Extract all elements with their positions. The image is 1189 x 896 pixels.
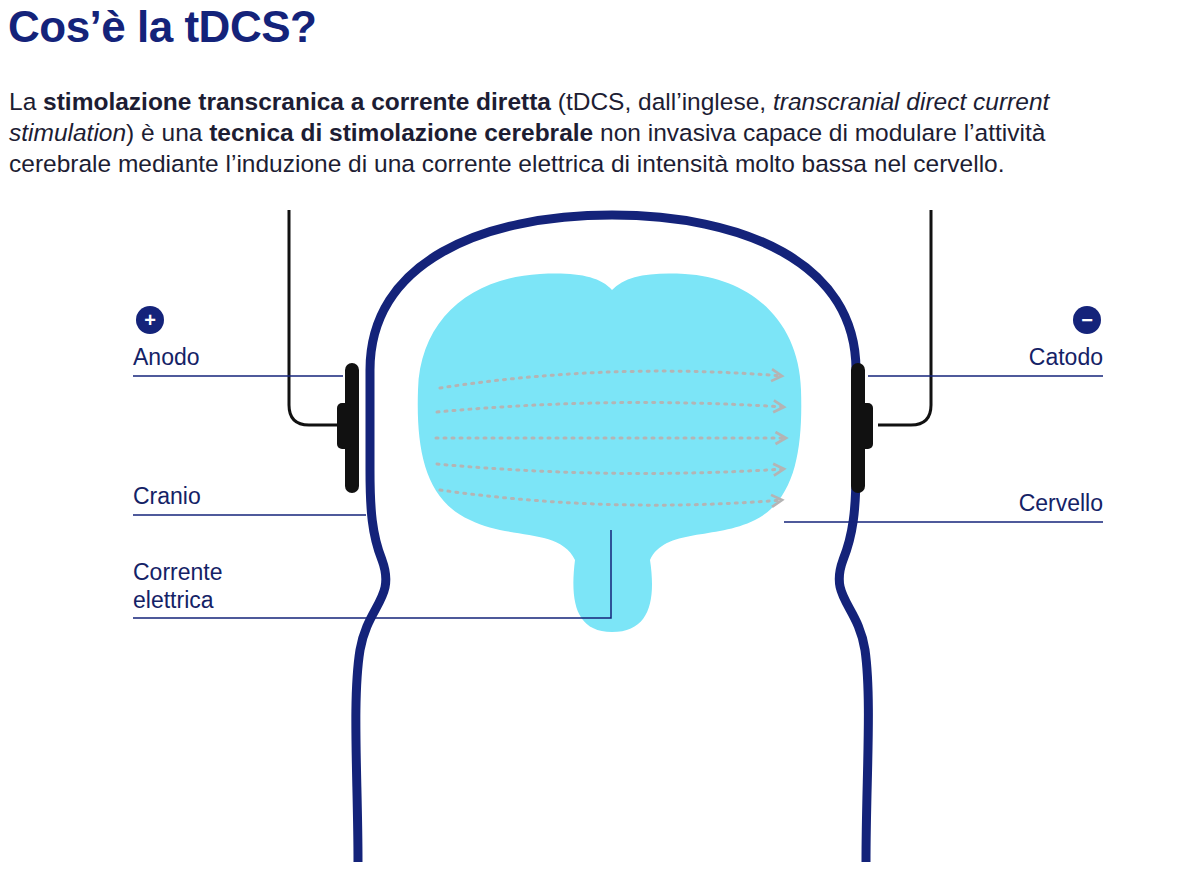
- paragraph-text: ) è una: [126, 119, 202, 146]
- polarity-sign: +: [144, 310, 156, 330]
- brain: [418, 274, 802, 632]
- part-label: Anodo: [131, 343, 202, 371]
- head-outline: [356, 215, 869, 862]
- intro-paragraph: La stimolazione transcranica a corrente …: [9, 86, 1129, 179]
- polarity-circle: +: [136, 306, 164, 334]
- part-label: Corrente elettrica: [131, 558, 247, 614]
- part-label: Cranio: [131, 482, 203, 510]
- current-lines: [436, 371, 786, 505]
- paragraph-text: (tDCS, dall’inglese,: [558, 88, 766, 115]
- paragraph-text: tecnica di stimolazione cerebrale: [209, 119, 593, 146]
- paragraph-text: stimolazione transcranica a corrente dir…: [43, 88, 551, 115]
- part-label: Cervello: [1017, 489, 1105, 517]
- leader-lines: [133, 376, 1103, 618]
- paragraph-text: La: [9, 88, 36, 115]
- electrodes: [337, 363, 873, 493]
- part-label: Catodo: [1027, 343, 1105, 371]
- electrode-wires: [289, 210, 931, 425]
- polarity-sign: −: [1081, 310, 1093, 330]
- title: Cos’è la tDCS?: [8, 2, 316, 52]
- polarity-circle: −: [1073, 306, 1101, 334]
